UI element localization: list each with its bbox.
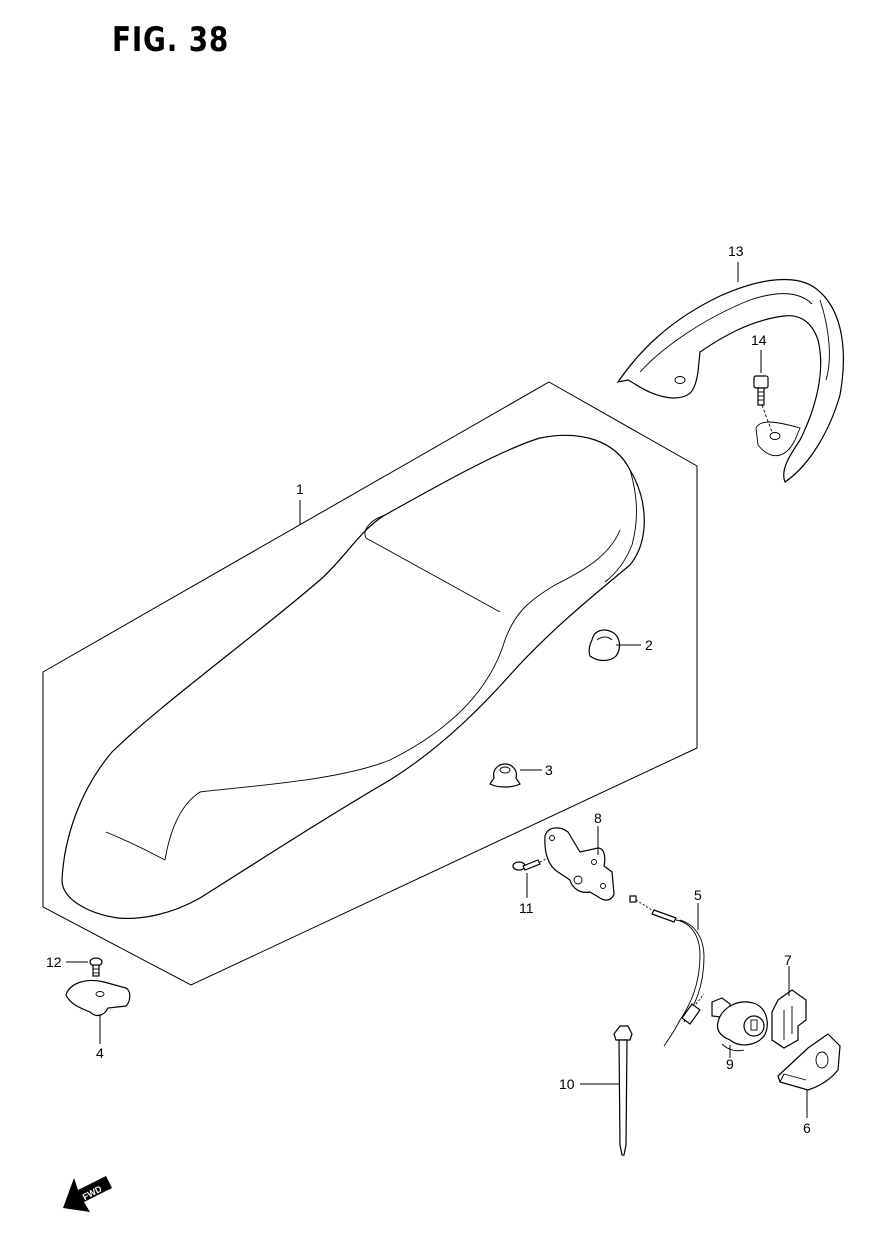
cushion-part-3[interactable] (489, 763, 521, 788)
callout-2: 2 (645, 637, 653, 653)
callout-10: 10 (559, 1076, 575, 1092)
callout-13: 13 (728, 243, 744, 259)
cable-part-5[interactable] (629, 895, 705, 1047)
seat-part[interactable] (61, 434, 645, 919)
callout-9: 9 (726, 1056, 734, 1072)
callout-14: 14 (751, 332, 767, 348)
fwd-arrow-icon: FWD (63, 1176, 112, 1212)
grab-handle-part-13[interactable] (616, 278, 844, 483)
key-cylinder-part-9[interactable] (711, 997, 768, 1052)
callout-1: 1 (296, 481, 304, 497)
figure-title: FIG. 38 (112, 20, 230, 60)
callout-4: 4 (96, 1045, 104, 1061)
bolt-part-14[interactable] (753, 375, 773, 433)
seat-assembly-outline (42, 381, 698, 986)
callout-12: 12 (46, 954, 62, 970)
bracket-part-6[interactable] (777, 1033, 841, 1091)
cable-tie-part-10[interactable] (613, 1025, 633, 1156)
clip-part-7[interactable] (771, 989, 807, 1049)
callout-7: 7 (784, 952, 792, 968)
cushion-part-2[interactable] (588, 629, 621, 662)
callout-5: 5 (694, 887, 702, 903)
callout-3: 3 (545, 762, 553, 778)
callout-6: 6 (803, 1120, 811, 1136)
plate-part-4[interactable] (65, 979, 131, 1017)
screw-part-12[interactable] (89, 957, 103, 977)
callout-8: 8 (594, 810, 602, 826)
latch-bracket-part-8[interactable] (544, 827, 615, 901)
callout-11: 11 (519, 900, 534, 916)
screw-part-11[interactable] (512, 857, 549, 871)
